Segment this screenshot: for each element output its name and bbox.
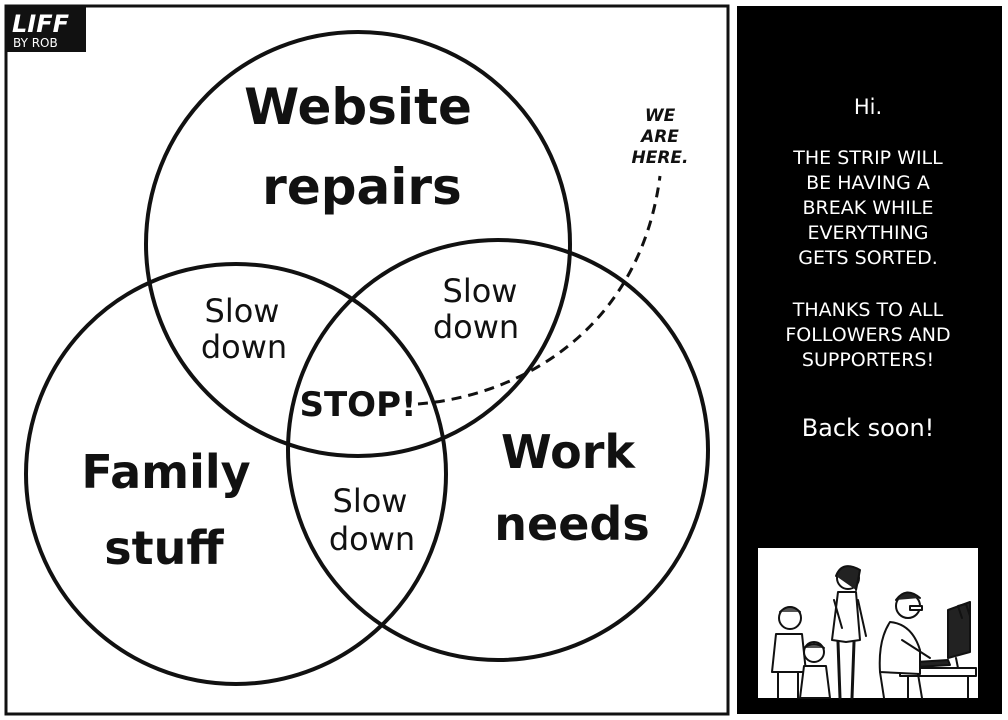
right-label-line1: Work: [501, 425, 636, 479]
notice-message-line5: GETS SORTED.: [798, 247, 938, 269]
left-label-line1: Family: [81, 445, 250, 499]
circle-website-repairs: [144, 30, 572, 458]
annotation-line1: WE: [645, 106, 676, 126]
left-panel-frame: [4, 4, 730, 716]
family-at-computer-illustration: [758, 548, 978, 700]
annotation-line2: ARE: [639, 127, 679, 147]
top-label-line1: Website: [244, 78, 472, 136]
notice-message-line2: BE HAVING A: [806, 172, 930, 194]
overlap-top-right-line1: Slow: [443, 272, 518, 310]
overlap-labels: Slow down Slow down Slow down STOP!: [201, 272, 519, 558]
overlap-top-left-line2: down: [201, 328, 287, 366]
notice-message-line4: EVERYTHING: [807, 222, 928, 244]
logo-byline: BY ROB: [13, 36, 58, 50]
overlap-bottom-line1: Slow: [333, 482, 408, 520]
circle-family-stuff: [24, 262, 448, 686]
overlap-top-right-line2: down: [433, 308, 519, 346]
notice-greeting: Hi.: [854, 95, 882, 119]
circle-work-needs: [286, 238, 710, 662]
we-are-here-annotation: WE ARE HERE.: [631, 106, 688, 168]
center-label: STOP!: [299, 385, 416, 425]
left-label-line2: stuff: [104, 521, 224, 575]
notice-text: Hi. THE STRIP WILL BE HAVING A BREAK WHI…: [785, 95, 950, 442]
overlap-bottom-line2: down: [329, 520, 415, 558]
overlap-top-left-line1: Slow: [205, 292, 280, 330]
notice-thanks-line1: THANKS TO ALL: [792, 299, 944, 321]
notice-thanks-line2: FOLLOWERS AND: [785, 324, 950, 346]
dashed-pointer-line: [417, 175, 662, 406]
liff-logo: LIFF BY ROB: [6, 6, 86, 52]
top-label-line2: repairs: [262, 158, 462, 216]
annotation-line3: HERE.: [631, 148, 688, 168]
logo-title: LIFF: [12, 10, 70, 38]
notice-thanks-line3: SUPPORTERS!: [802, 349, 934, 371]
notice-signoff: Back soon!: [802, 414, 935, 442]
notice-message-line1: THE STRIP WILL: [792, 147, 943, 169]
venn-diagram: [24, 30, 710, 686]
right-label-line2: needs: [494, 497, 649, 551]
venn-labels: Website repairs Family stuff Work needs: [81, 78, 649, 575]
notice-message-line3: BREAK WHILE: [802, 197, 933, 219]
